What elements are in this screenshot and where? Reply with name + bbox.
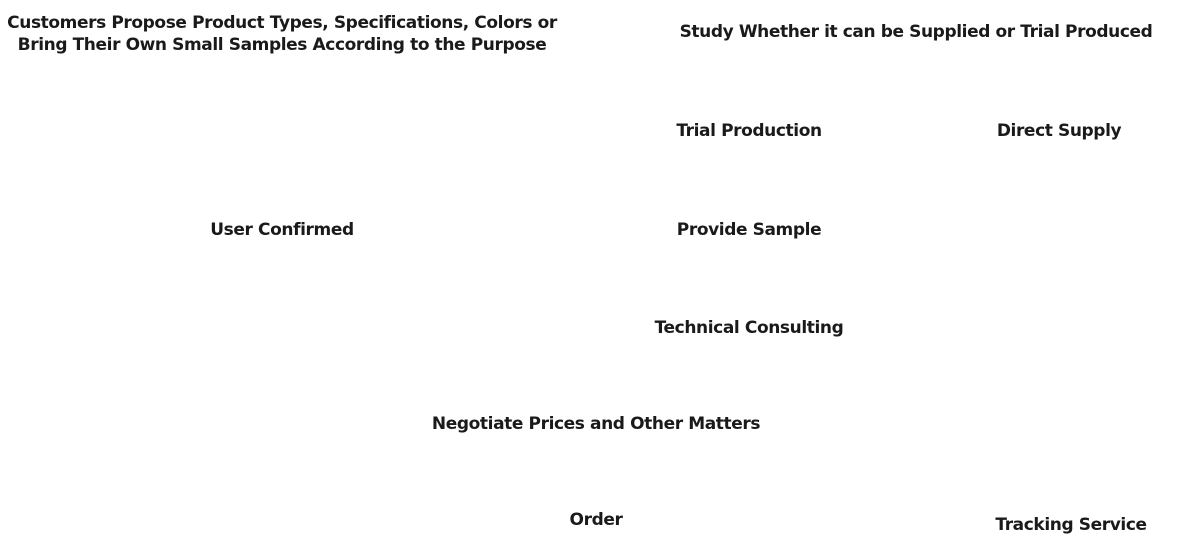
node-customer-request-line-2: Bring Their Own Small Samples According … — [17, 35, 547, 55]
node-direct-supply: Direct Supply — [996, 121, 1122, 141]
node-tracking-service: Tracking Service — [995, 515, 1147, 535]
node-trial-production: Trial Production — [676, 121, 822, 141]
node-user-confirmed: User Confirmed — [210, 220, 354, 240]
node-customer-request: Customers Propose Product Types, Specifi… — [7, 12, 557, 56]
node-provide-sample: Provide Sample — [676, 220, 822, 240]
node-negotiate-prices: Negotiate Prices and Other Matters — [431, 414, 761, 434]
node-customer-request-line-1: Customers Propose Product Types, Specifi… — [7, 13, 557, 33]
node-technical-consulting: Technical Consulting — [654, 318, 844, 338]
node-order: Order — [569, 510, 623, 530]
node-study-supply-or-trial: Study Whether it can be Supplied or Tria… — [679, 22, 1153, 42]
